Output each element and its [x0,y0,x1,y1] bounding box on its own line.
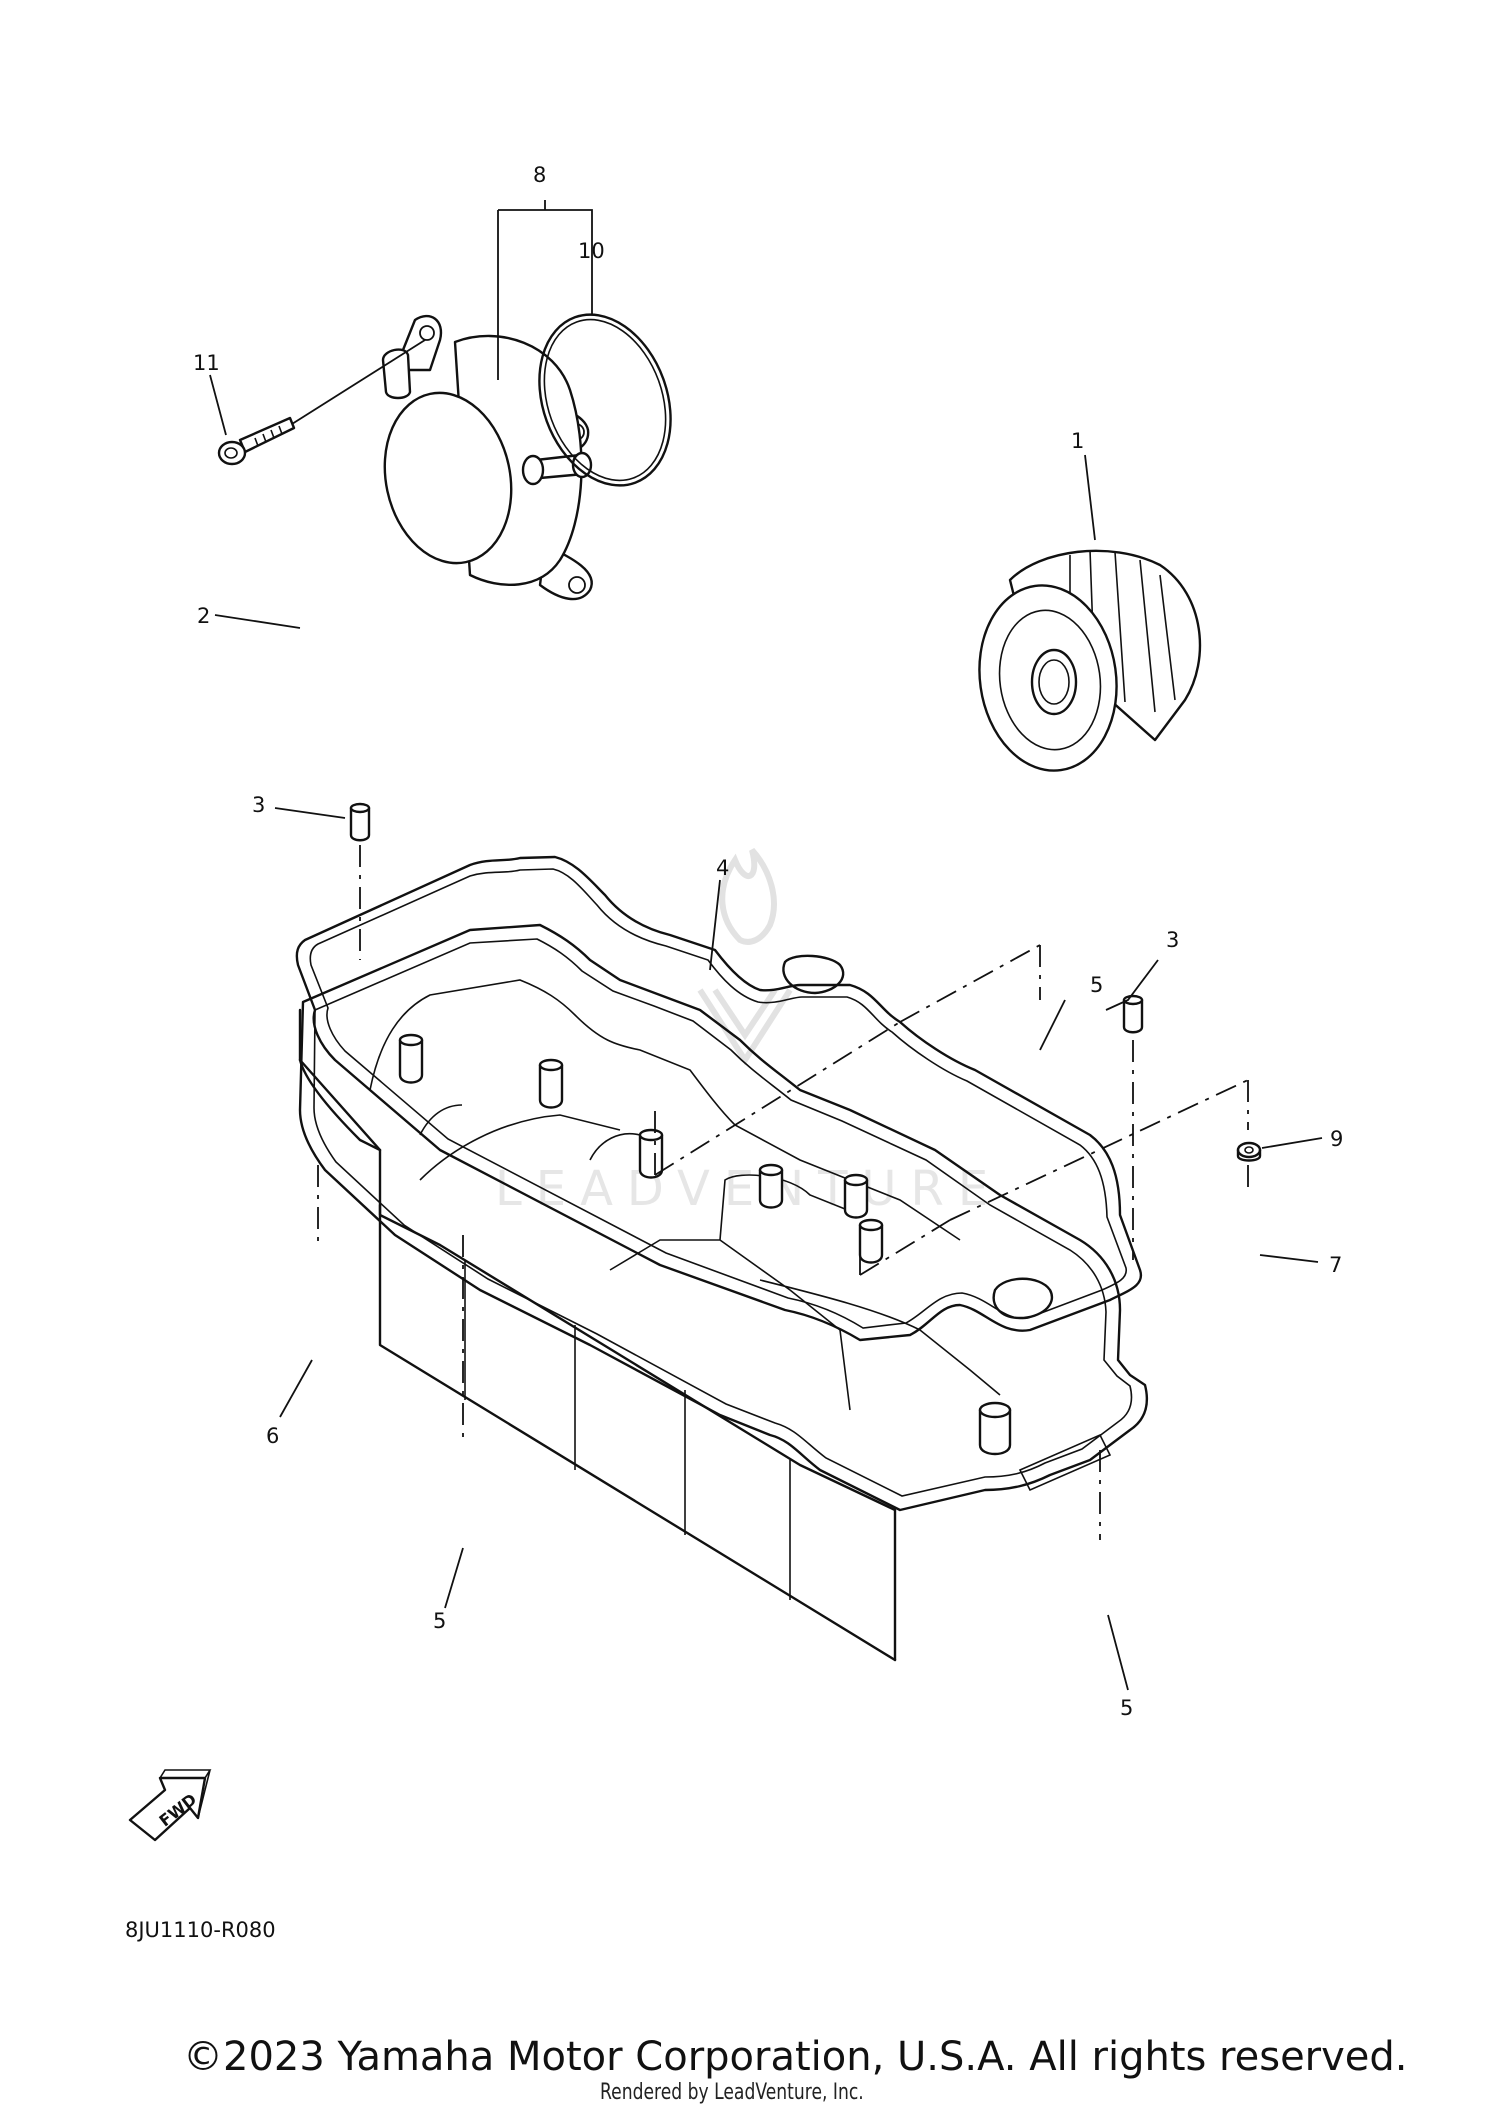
callout-2: 2 [197,604,210,628]
watermark-text: LEADVENTURE [495,1161,1002,1217]
fwd-arrow-icon: FWD [128,1769,212,1842]
callout-8: 9 [1330,1127,1343,1151]
callout-9: 8 [533,163,546,187]
oil-cooler-assembly [381,314,593,601]
callout-6: 6 [266,1424,279,1448]
dowel-pin-left [349,802,371,842]
callout-4: 4 [716,856,729,880]
leader-lines [209,200,1323,1691]
watermark-logo: LEADVENTURE [495,847,1002,1217]
oil-pan-gasket [295,855,1143,1342]
oil-filter [978,549,1202,772]
o-ring [538,313,672,487]
washer-8 [1236,1141,1262,1162]
callout-5-top: 5 [1090,973,1103,997]
callout-3-left: 3 [252,793,265,817]
callout-labels: 8 10 11 1 3 4 3 5 2 9 7 6 5 5 [193,163,1343,1720]
callout-3-right: 3 [1166,928,1179,952]
callout-11: 11 [193,351,220,375]
copyright-notice: ©2023 Yamaha Motor Corporation, U.S.A. A… [183,2034,1408,2080]
oil-pan [298,923,1149,1662]
callout-10: 10 [578,239,605,263]
callout-5-bottom: 5 [433,1609,446,1633]
rendered-by-notice: Rendered by LeadVenture, Inc. [600,2080,864,2105]
callout-5-right: 5 [1120,1696,1133,1720]
assembly-lines [317,845,1249,1540]
callout-1: 1 [1071,429,1084,453]
callout-7: 7 [1329,1253,1342,1277]
bolt-11 [217,339,426,466]
diagram-code: 8JU1110-R080 [125,1918,276,1942]
